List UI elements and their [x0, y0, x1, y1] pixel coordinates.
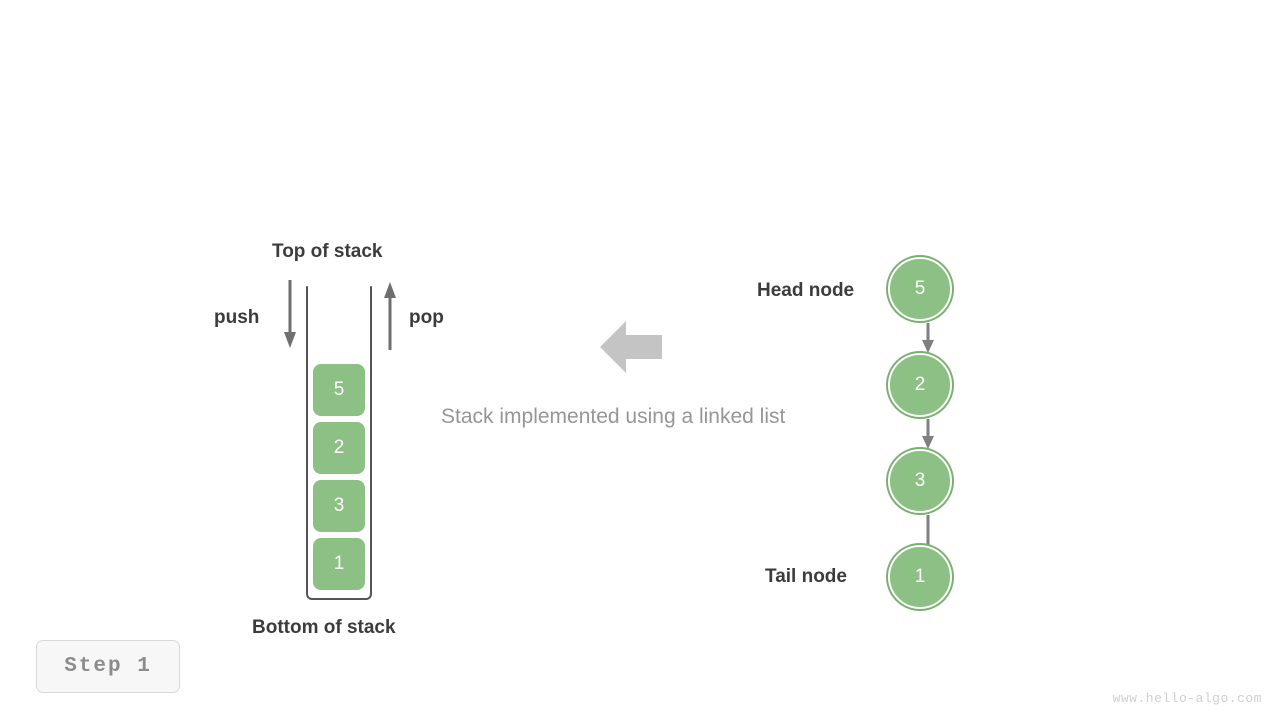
stack-floor — [306, 590, 372, 600]
push-label: push — [214, 307, 260, 328]
stack-wall-left — [306, 286, 308, 592]
stack-container — [306, 286, 372, 600]
stack-cell[interactable]: 1 — [313, 538, 365, 590]
linked-list-node[interactable]: 3 — [888, 449, 952, 513]
linked-list-link-arrow-icon — [918, 419, 938, 451]
stack-cell[interactable]: 3 — [313, 480, 365, 532]
tail-node-label: Tail node — [765, 566, 847, 587]
push-arrow-icon — [280, 280, 300, 350]
stack-cell[interactable]: 5 — [313, 364, 365, 416]
pop-label: pop — [409, 307, 444, 328]
diagram-caption: Stack implemented using a linked list — [441, 405, 786, 428]
linked-list-link-arrow-icon — [918, 515, 938, 571]
stack-cell[interactable]: 2 — [313, 422, 365, 474]
linked-list-node[interactable]: 5 — [888, 257, 952, 321]
linked-list-link-arrow-icon — [918, 323, 938, 355]
transform-arrow-icon — [600, 318, 662, 376]
linked-list-node[interactable]: 2 — [888, 353, 952, 417]
head-node-label: Head node — [757, 280, 855, 301]
watermark: www.hello-algo.com — [1112, 691, 1262, 706]
bottom-of-stack-label: Bottom of stack — [252, 617, 396, 638]
stack-wall-right — [370, 286, 372, 592]
pop-arrow-icon — [380, 280, 400, 350]
linked-list-node[interactable]: 1 — [888, 545, 952, 609]
linked-list: 5 2 3 1 — [888, 257, 952, 609]
top-of-stack-label: Top of stack — [272, 241, 383, 262]
step-badge: Step 1 — [36, 640, 180, 693]
stack-cell-list: 5 2 3 1 — [313, 364, 365, 590]
